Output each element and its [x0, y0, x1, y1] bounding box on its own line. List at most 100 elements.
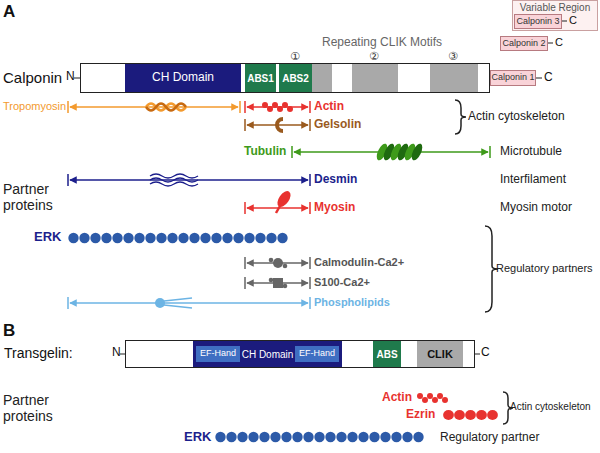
- terminus-label: C: [555, 36, 563, 49]
- motif-caption: Repeating CLIK Motifs: [322, 36, 442, 50]
- terminus-label: N: [112, 346, 121, 360]
- node-text: CH Domain: [152, 71, 214, 84]
- category-label: Microtubule: [500, 145, 562, 159]
- tropomyosin-range: [146, 104, 186, 111]
- partner-name: Actin: [382, 391, 412, 405]
- partner-name: Gelsolin: [314, 118, 361, 132]
- motif-number: ①: [290, 50, 300, 63]
- motif-number: ②: [369, 50, 379, 63]
- s100-range: [245, 277, 310, 289]
- tropomyosin-range: [68, 101, 240, 113]
- node-text: CLIK: [427, 348, 453, 360]
- actin-filament: [417, 393, 448, 403]
- category-label: Actin cytoskeleton: [468, 110, 565, 124]
- clik-motif-block: [352, 64, 398, 92]
- myosin-range: [245, 189, 310, 214]
- node-text: EF-Hand: [200, 349, 236, 359]
- desmin-range: [68, 174, 310, 186]
- partner-name: Phospholipids: [314, 296, 390, 309]
- clik-motif-block: [312, 64, 332, 92]
- actin-range: [282, 102, 288, 108]
- partner-name: Myosin: [314, 201, 355, 215]
- actin-filament: [432, 397, 438, 403]
- actin-filament: [437, 393, 443, 399]
- phospholipid-range: [68, 297, 310, 309]
- clik-motif-box: CLIK: [417, 341, 463, 367]
- partner-name: Ezrin: [406, 408, 435, 422]
- tubulin-range: [375, 142, 425, 162]
- gelsolin-range: [247, 124, 308, 126]
- tubulin-range: [410, 142, 425, 162]
- isoform-box: Calponin 3: [514, 14, 562, 29]
- myosin-range: [276, 206, 280, 213]
- terminus-label: C: [569, 14, 577, 27]
- erk-chain: [68, 232, 288, 244]
- actin-filament: [417, 393, 423, 399]
- desmin-range: [150, 174, 198, 186]
- calmodulin-range: [269, 258, 274, 263]
- partner-name: Tubulin: [244, 145, 286, 159]
- s100-range: [273, 278, 283, 288]
- gelsolin-range: [245, 119, 310, 131]
- actin-range: [262, 102, 293, 112]
- terminus-stub: [74, 21, 567, 354]
- myosin-range: [275, 189, 294, 209]
- actin-range: [277, 106, 283, 112]
- calmodulin-range: [273, 258, 283, 268]
- ef-hand-box: EF-Hand: [295, 346, 339, 362]
- tubulin-range: [292, 146, 490, 158]
- actin-filament: [442, 397, 448, 403]
- binding-site-box: ABS1: [245, 64, 276, 92]
- partner-name: ERK: [34, 230, 61, 245]
- terminus-label: C: [544, 71, 553, 85]
- calmodulin-range: [245, 257, 310, 269]
- partner-name: Actin: [314, 100, 344, 114]
- myosin-range: [247, 207, 308, 209]
- phospholipid-range: [70, 302, 308, 304]
- erk-chain: [215, 431, 424, 443]
- s100-range: [247, 282, 308, 284]
- phospholipid-range: [164, 298, 192, 308]
- tubulin-range: [403, 142, 418, 162]
- desmin-range: [68, 174, 310, 186]
- tubulin-range: [292, 142, 490, 162]
- tubulin-range: [382, 142, 397, 162]
- calmodulin-range: [283, 264, 288, 269]
- node-text: CH Domain: [242, 349, 294, 360]
- node-text: Calponin 3: [516, 17, 559, 27]
- tubulin-range: [396, 142, 411, 162]
- partner-name: S100-Ca2+: [314, 276, 370, 289]
- s100-range: [269, 278, 274, 283]
- partner-name: ERK: [184, 430, 211, 445]
- partner-name: Calmodulin-Ca2+: [314, 256, 404, 269]
- calmodulin-range: [247, 262, 308, 264]
- tubulin-range: [389, 142, 404, 162]
- tropomyosin-range: [70, 106, 238, 108]
- category-label: Myosin motor: [500, 201, 572, 215]
- binding-site-box: ABS: [373, 341, 401, 367]
- ef-hand-box: EF-Hand: [196, 346, 240, 362]
- terminus-stub: [74, 21, 567, 354]
- clik-motif-block: [312, 64, 478, 92]
- category-label: Regulatory partners: [496, 262, 593, 275]
- node-text: Calponin 2: [502, 39, 545, 49]
- protein-name: Calponin: [3, 70, 62, 87]
- gelsolin-range: [245, 119, 310, 131]
- tropomyosin-range: [68, 101, 240, 113]
- terminus-label: N: [66, 70, 75, 84]
- clik-motif-block: [430, 64, 478, 92]
- actin-range: [245, 101, 310, 113]
- gelsolin-range: [277, 119, 283, 131]
- variable-region-box: Variable RegionCalponin 3: [512, 0, 598, 31]
- node-text: Calponin 1: [491, 73, 534, 83]
- section-label: Partner proteins: [3, 392, 65, 424]
- actin-range: [262, 102, 268, 108]
- actin-range: [245, 101, 310, 113]
- phospholipid-range: [68, 297, 310, 309]
- domain-box: CH Domain: [125, 64, 241, 92]
- category-label: Interfilament: [500, 173, 566, 187]
- node-text: ABS1: [247, 73, 274, 84]
